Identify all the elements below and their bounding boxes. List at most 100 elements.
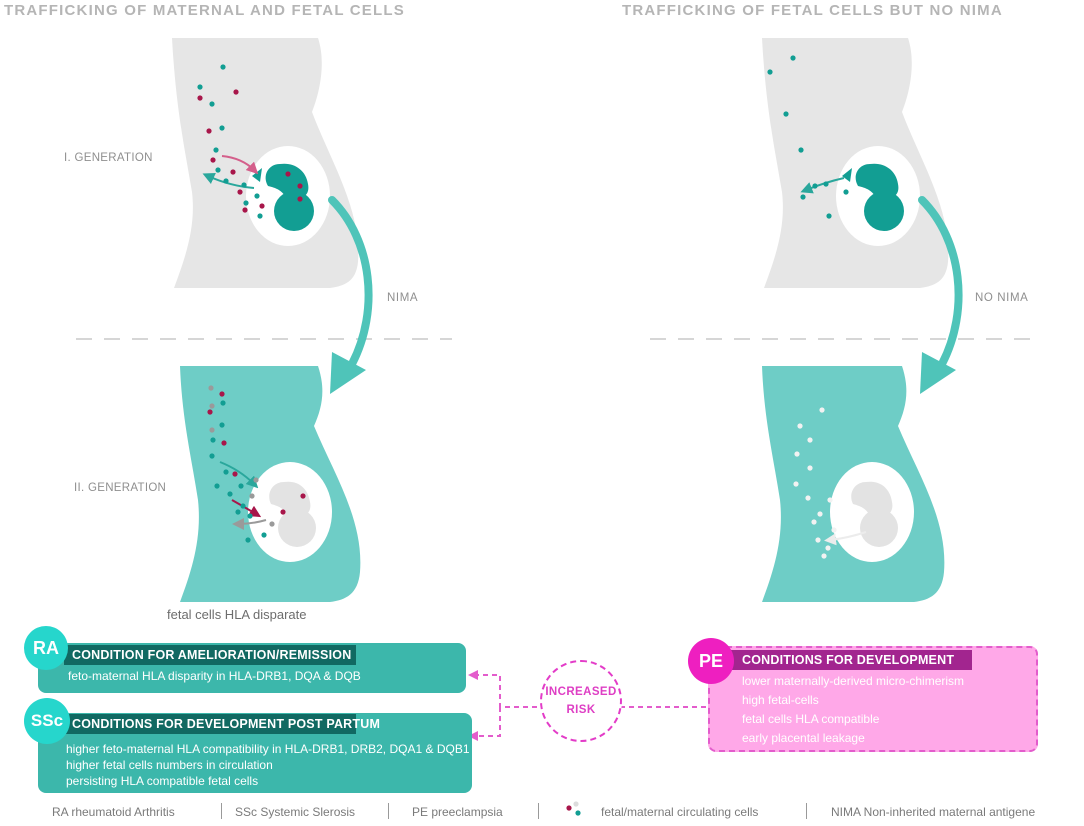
cell-dot xyxy=(815,537,821,543)
risk-line-1: INCREASED xyxy=(545,686,617,698)
legend-ra: RA rheumatoid Arthritis xyxy=(52,805,175,819)
legend-divider xyxy=(388,803,389,819)
illustration xyxy=(76,38,1042,602)
ra-item-1: feto-maternal HLA disparity in HLA-DRB1,… xyxy=(68,669,361,683)
ra-banner: CONDITION FOR AMELIORATION/REMISSION xyxy=(64,645,356,665)
cell-dot xyxy=(793,481,799,487)
cell-dot xyxy=(297,196,303,202)
pe-item-2: high fetal-cells xyxy=(742,693,819,707)
cell-dot xyxy=(223,469,229,475)
silhouette-left-gen2 xyxy=(180,366,361,602)
cell-dot xyxy=(219,422,225,428)
fetus-icon xyxy=(842,163,904,231)
cell-dot xyxy=(794,451,800,457)
label-nima: NIMA xyxy=(387,292,419,304)
cell-dot xyxy=(207,409,213,415)
cell-dot xyxy=(280,509,286,515)
label-gen1: I. GENERATION xyxy=(64,152,153,164)
cell-dot xyxy=(790,55,796,61)
cell-dot xyxy=(209,403,215,409)
risk-line-2: RISK xyxy=(566,704,596,716)
cell-dot xyxy=(812,183,818,189)
cell-dots xyxy=(197,55,849,559)
cell-dot xyxy=(237,189,243,195)
cell-dot xyxy=(235,509,241,515)
cell-dot xyxy=(249,493,255,499)
cell-dot xyxy=(807,465,813,471)
cell-dot xyxy=(210,157,216,163)
dashed-connector-arrow-icon xyxy=(468,670,710,741)
cell-dot xyxy=(209,453,215,459)
legend-divider xyxy=(538,803,539,819)
fetus-icon xyxy=(851,481,898,547)
ssc-badge: SSc xyxy=(24,698,70,744)
cell-dot xyxy=(807,437,813,443)
cell-dot xyxy=(811,519,817,525)
cell-dot xyxy=(797,423,803,429)
cell-dot xyxy=(819,407,825,413)
cell-dot xyxy=(219,125,225,131)
ssc-banner: CONDITIONS FOR DEVELOPMENT POST PARTUM xyxy=(64,714,380,734)
ra-badge: RA xyxy=(24,626,68,670)
cell-dot xyxy=(197,95,203,101)
legend-divider xyxy=(221,803,222,819)
cell-dot xyxy=(826,213,832,219)
label-gen2: II. GENERATION xyxy=(74,482,167,494)
cell-dot xyxy=(219,391,225,397)
pe-item-4: early placental leakage xyxy=(742,731,865,745)
cell-dot xyxy=(215,167,221,173)
cell-dot xyxy=(223,178,229,184)
pe-banner: CONDITIONS FOR DEVELOPMENT xyxy=(730,650,972,670)
cell-dot xyxy=(241,182,247,188)
cell-dot xyxy=(209,101,215,107)
fetus-icon xyxy=(269,481,316,547)
cell-dot xyxy=(232,471,238,477)
silhouette-left-gen1 xyxy=(172,38,359,288)
cell-dot xyxy=(817,511,823,517)
cell-dot xyxy=(245,537,251,543)
cell-dot xyxy=(254,193,260,199)
cell-dot xyxy=(269,521,275,527)
legend-cells: fetal/maternal circulating cells xyxy=(601,805,759,819)
cell-dot xyxy=(297,183,303,189)
cell-dot xyxy=(238,483,244,489)
increased-risk-circle: INCREASED RISK xyxy=(540,660,622,742)
silhouette-right-gen2 xyxy=(762,366,945,602)
silhouette-right-gen1 xyxy=(762,38,949,288)
cell-dot xyxy=(220,400,226,406)
cell-dot xyxy=(243,200,249,206)
cell-dot xyxy=(210,437,216,443)
legend-nima: NIMA Non-inherited maternal antigene xyxy=(831,805,1036,819)
cell-dot xyxy=(285,171,291,177)
cell-dot xyxy=(843,189,849,195)
cell-dot xyxy=(221,440,227,446)
cell-dot xyxy=(242,207,248,213)
label-no-nima: NO NIMA xyxy=(975,292,1029,304)
cell-dot xyxy=(300,493,306,499)
pe-item-1: lower maternally-derived micro-chimerism xyxy=(742,674,965,688)
label-hla-disparate: fetal cells HLA disparate xyxy=(167,607,307,622)
cell-dot xyxy=(253,477,259,483)
legend-pe: PE preeclampsia xyxy=(412,805,503,819)
cell-dot xyxy=(825,545,831,551)
cell-dot xyxy=(220,64,226,70)
cell-dot xyxy=(230,169,236,175)
pe-badge: PE xyxy=(688,638,734,684)
cell-dot xyxy=(214,483,220,489)
cell-dot xyxy=(206,128,212,134)
cell-dots-legend-icon xyxy=(566,801,581,816)
ssc-item-3: persisting HLA compatible fetal cells xyxy=(66,774,259,788)
cell-dot xyxy=(805,495,811,501)
cell-dot xyxy=(767,69,773,75)
legend-divider xyxy=(806,803,807,819)
cell-dot xyxy=(227,491,233,497)
ssc-item-1: higher feto-maternal HLA compatibility i… xyxy=(66,742,470,756)
title-left: TRAFFICKING OF MATERNAL AND FETAL CELLS xyxy=(4,2,405,19)
curved-arrow-icon xyxy=(328,196,373,394)
cell-dot xyxy=(259,203,265,209)
cell-dot xyxy=(257,213,263,219)
cell-dot xyxy=(240,503,246,509)
cell-dot xyxy=(831,527,837,533)
cell-dot xyxy=(798,147,804,153)
ssc-item-2: higher fetal cells numbers in circulatio… xyxy=(66,758,273,772)
